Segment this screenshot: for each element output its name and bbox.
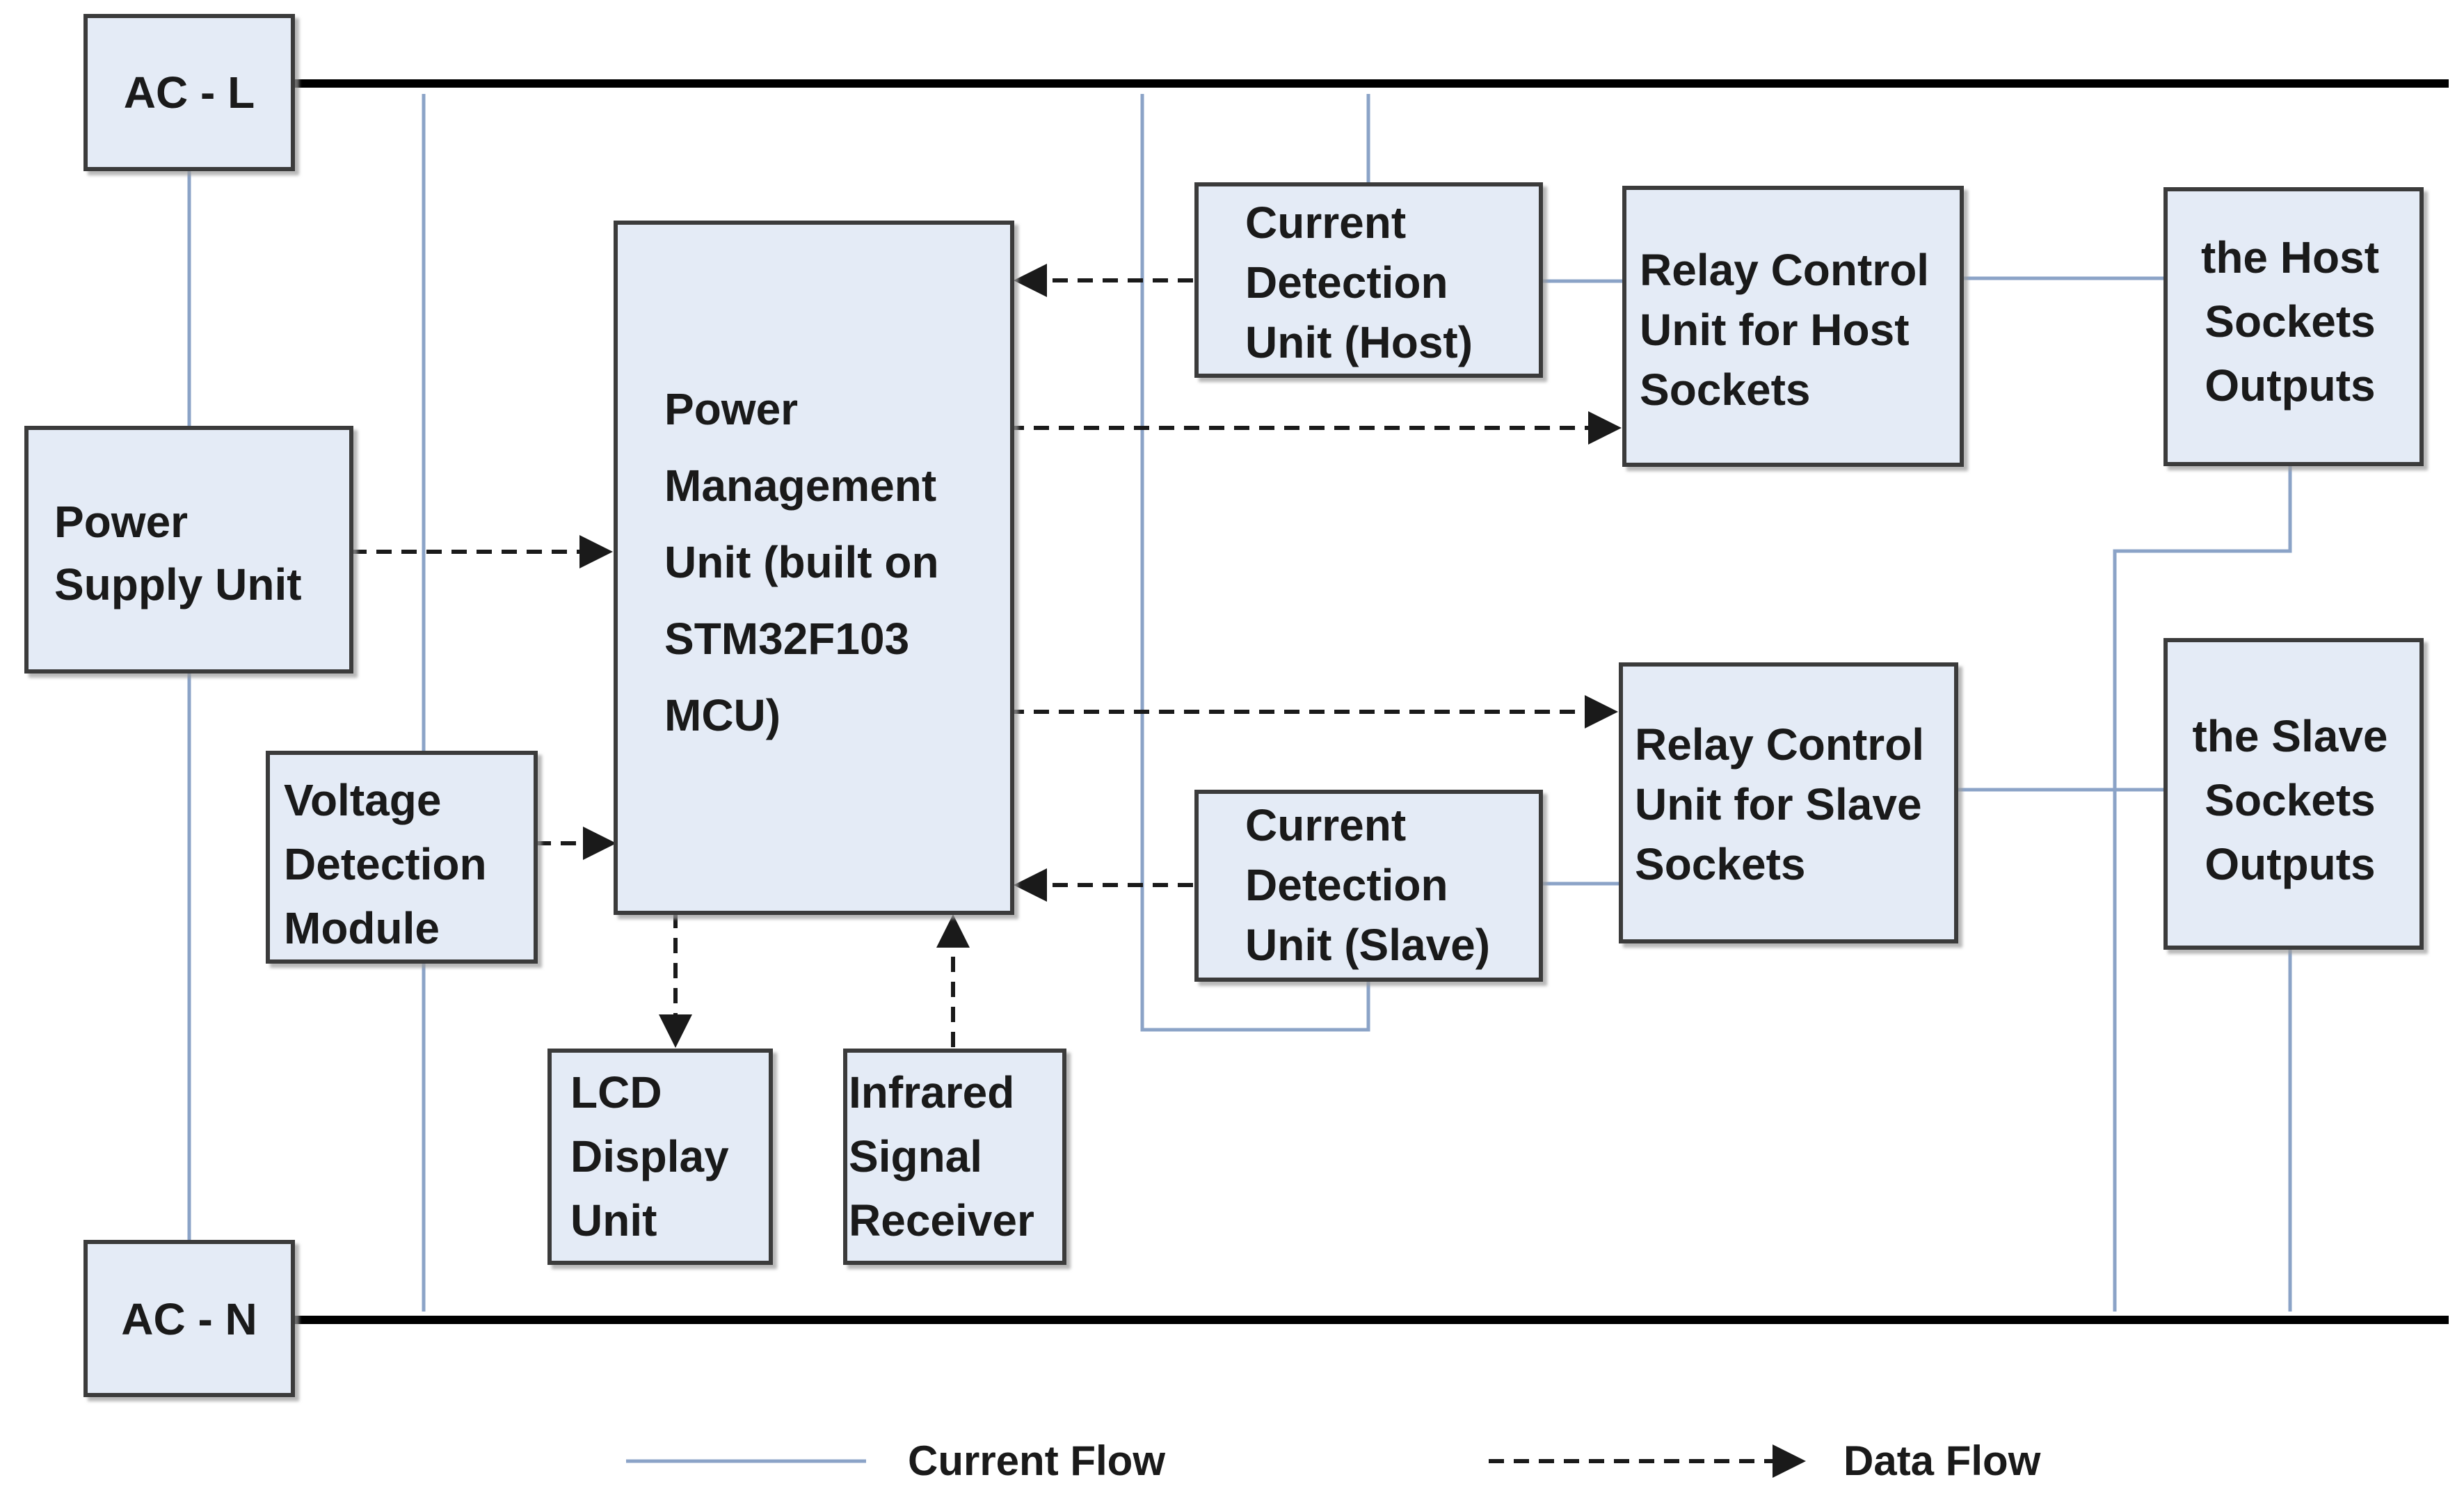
node-voltage-detection-label-line-3: Module [284,903,440,953]
node-current-slave-label-line-1: Current [1245,800,1406,850]
node-voltage-detection-label-line-1: Voltage [284,775,441,825]
node-pmu-label-line-4: STM32F103 [664,614,909,664]
node-power-supply-label-line-1: Power [54,497,188,547]
current-line-host-outputs-to-ac-n [2113,463,2292,1312]
node-current-host-label-line-1: Current [1245,198,1406,248]
node-pmu-label-line-5: MCU) [664,690,781,740]
node-ac-l-label: AC - L [124,67,255,118]
node-infrared-label-line-3: Receiver [849,1195,1034,1245]
node-pmu-label-line-2: Management [664,461,936,511]
node-current-slave-label-line-2: Detection [1245,860,1448,910]
node-current-slave-label-line-3: Unit (Slave) [1245,920,1490,970]
current-flow-lines [187,94,2292,1312]
current-line-slave-loop [1140,94,1370,1032]
node-ac-n: AC - N [83,1240,295,1397]
node-relay-host-label-line-3: Sockets [1640,365,1810,415]
node-infrared-label-line-1: Infrared [849,1067,1014,1117]
node-host-outputs-label-line-1: the Host [2201,232,2379,282]
node-lcd-label-line-2: Display [570,1131,729,1181]
node-power-supply-label-line-2: Supply Unit [54,559,302,609]
node-ac-n-label: AC - N [121,1294,257,1344]
node-ac-l-label-line-1: AC - L [124,67,255,118]
node-voltage-detection-label-line-2: Detection [284,839,487,889]
data-flow-arrows [351,264,1622,1048]
node-lcd-label-line-1: LCD [570,1067,662,1117]
node-slave-outputs-label-line-1: the Slave [2192,711,2387,761]
node-ac-n-label-line-1: AC - N [121,1294,257,1344]
node-current-host-label-line-2: Detection [1245,257,1448,308]
node-host-outputs-label-line-2: Sockets [2205,296,2375,346]
legend-current-flow-label: Current Flow [908,1437,1165,1484]
node-relay-slave-label-line-3: Sockets [1635,839,1805,889]
node-pmu-label-line-1: Power [664,384,798,434]
node-slave-outputs-label-line-2: Sockets [2205,775,2375,825]
node-pmu-label-line-3: Unit (built on [664,537,939,587]
node-host-outputs-label-line-3: Outputs [2205,360,2375,411]
node-current-host-label-line-3: Unit (Host) [1245,317,1473,367]
node-ac-l: AC - L [83,14,295,171]
node-relay-slave-label-line-2: Unit for Slave [1635,779,1922,829]
node-lcd-label-line-3: Unit [570,1195,657,1245]
legend: Current Flow Data Flow [626,1437,2041,1484]
node-slave-outputs-label-line-3: Outputs [2205,839,2375,889]
legend-data-flow-label: Data Flow [1843,1437,2041,1484]
node-relay-host-label-line-2: Unit for Host [1640,305,1910,355]
node-infrared-label-line-2: Signal [849,1131,982,1181]
node-relay-host-label-line-1: Relay Control [1640,245,1929,295]
node-relay-slave-label-line-1: Relay Control [1635,719,1924,770]
